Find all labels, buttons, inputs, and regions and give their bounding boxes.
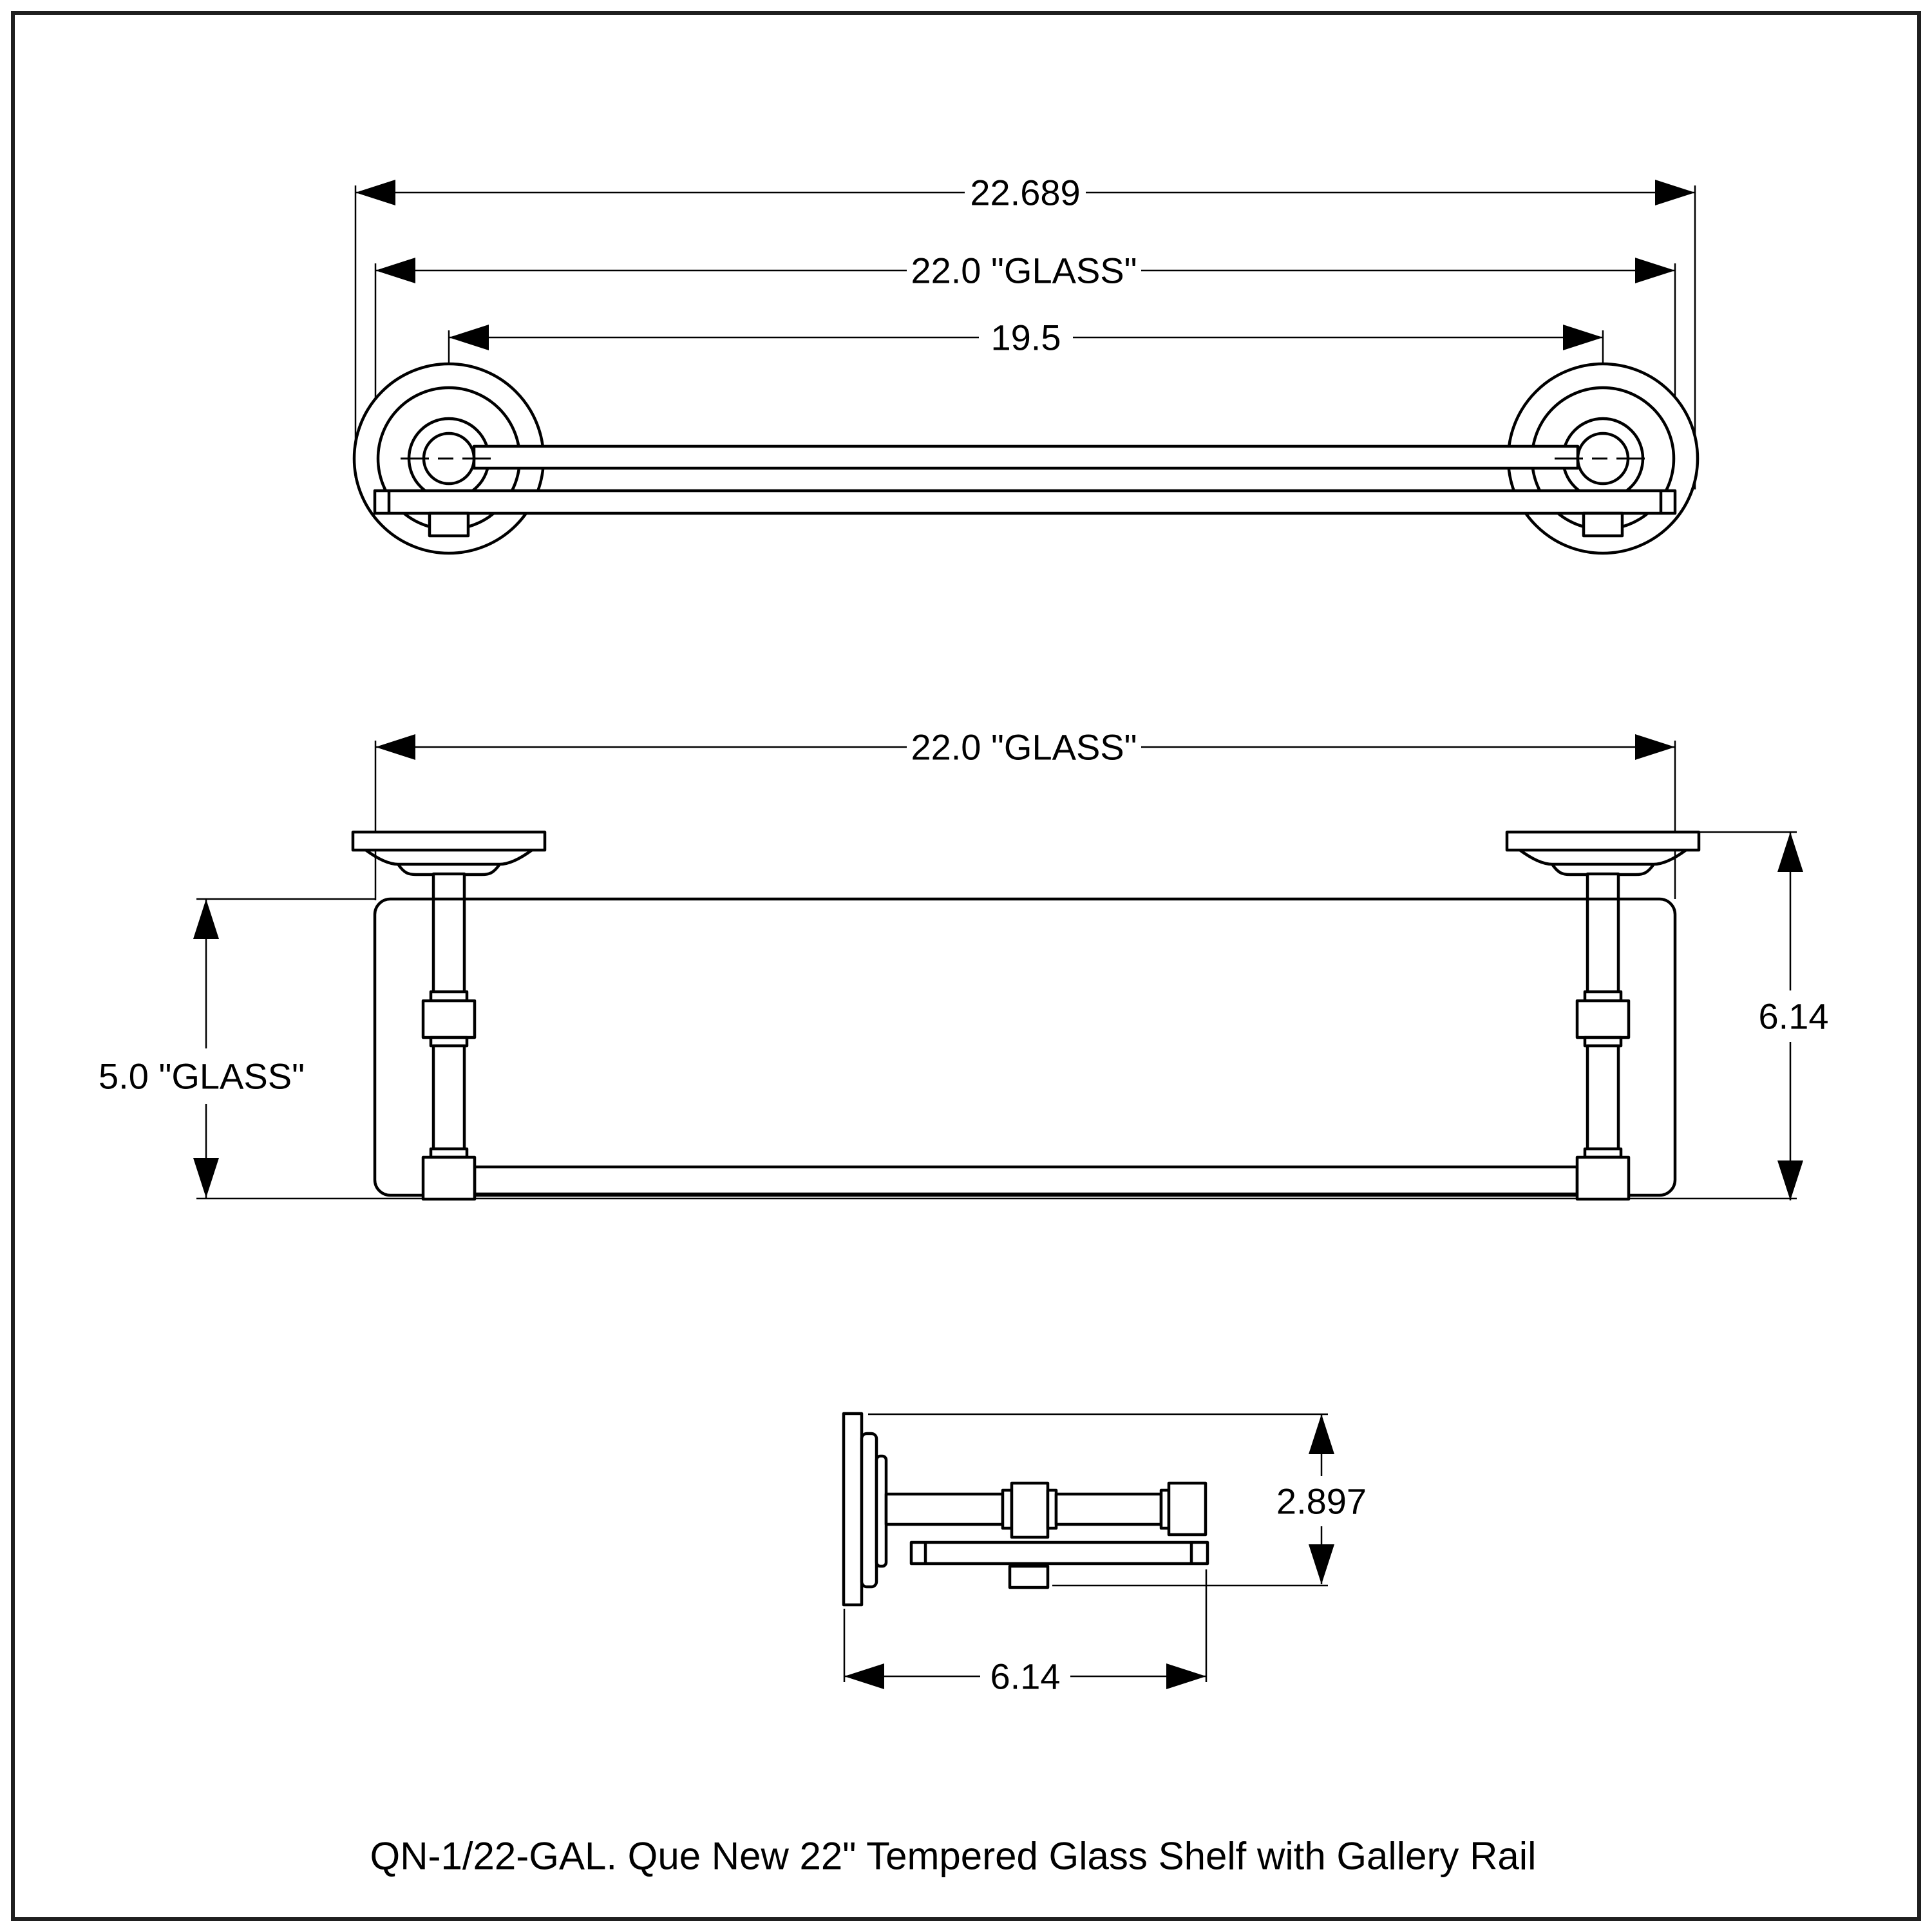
dim-plan-projection: 6.14 bbox=[1759, 832, 1829, 1200]
dim-glass-depth: 5.0 "GLASS" bbox=[99, 899, 305, 1198]
plan-view: 22.0 "GLASS" 5.0 "GLASS" 6.14 bbox=[99, 727, 1829, 1201]
right-rail-elbow bbox=[1575, 1155, 1631, 1201]
dim-plan-glass-width-label: 22.0 "GLASS" bbox=[911, 727, 1137, 768]
front-elevation-view: 22.689 22.0 "GLASS" 19.5 bbox=[352, 173, 1700, 555]
flange-side-profile bbox=[842, 1412, 888, 1607]
glass-shelf-plan bbox=[373, 897, 1677, 1197]
dim-side-projection-label: 6.14 bbox=[990, 1656, 1061, 1697]
dim-side-projection: 6.14 bbox=[844, 1656, 1206, 1697]
side-view: 2.897 6.14 bbox=[842, 1412, 1367, 1697]
post-side bbox=[884, 1481, 1208, 1539]
dim-glass-depth-label: 5.0 "GLASS" bbox=[99, 1056, 305, 1097]
left-glass-bracket bbox=[428, 511, 470, 538]
dim-post-spacing-label: 19.5 bbox=[991, 317, 1061, 358]
glass-shelf-side bbox=[909, 1540, 1209, 1566]
dim-post-spacing: 19.5 bbox=[449, 317, 1603, 358]
glass-bracket-side bbox=[1008, 1564, 1050, 1589]
dim-front-glass-width-label: 22.0 "GLASS" bbox=[911, 251, 1137, 291]
dim-overall-width: 22.689 bbox=[355, 173, 1695, 213]
dim-overall-width-label: 22.689 bbox=[970, 173, 1080, 213]
page-border bbox=[11, 11, 1921, 1921]
left-rail-elbow bbox=[421, 1155, 477, 1201]
right-mount-plan bbox=[1505, 830, 1701, 1159]
dim-side-height-label: 2.897 bbox=[1276, 1481, 1367, 1522]
glass-shelf-edge-front bbox=[373, 489, 1677, 515]
rail-end-cap bbox=[1167, 1481, 1208, 1537]
gallery-rail-front bbox=[472, 444, 1580, 470]
dim-front-glass-width: 22.0 "GLASS" bbox=[375, 251, 1675, 291]
dim-side-height: 2.897 bbox=[1276, 1414, 1367, 1584]
gallery-rail-plan bbox=[473, 1165, 1579, 1196]
dim-plan-projection-label: 6.14 bbox=[1759, 996, 1829, 1037]
left-mount-plan bbox=[351, 830, 547, 1159]
drawing-title: QN-1/22-GAL. Que New 22" Tempered Glass … bbox=[370, 1835, 1537, 1878]
right-glass-bracket bbox=[1582, 511, 1624, 538]
dim-plan-glass-width: 22.0 "GLASS" bbox=[375, 727, 1675, 768]
side-extension-lines bbox=[843, 1413, 1328, 1682]
